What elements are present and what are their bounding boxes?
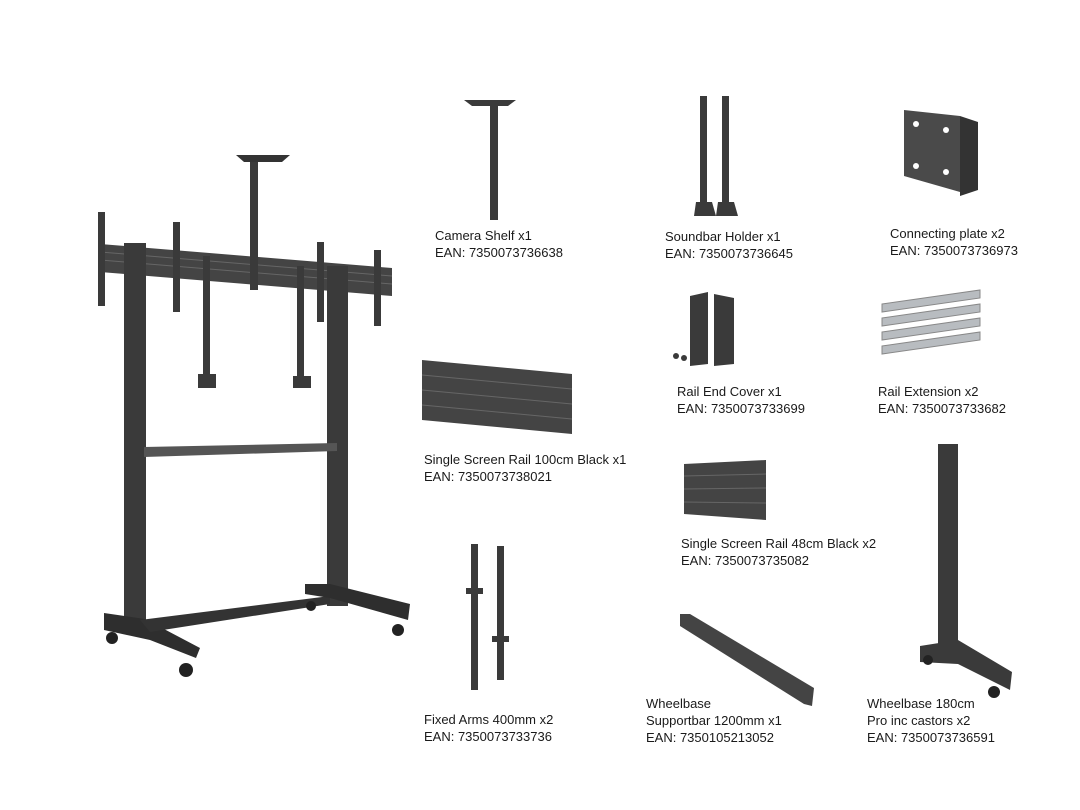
fixed-arms-image <box>466 544 509 690</box>
part-ean: EAN: 7350073733699 <box>677 401 805 416</box>
part-ean: EAN: 7350073736591 <box>867 730 995 745</box>
part-name-line2: Pro inc castors x2 <box>867 713 971 728</box>
part-label-camera-shelf: Camera Shelf x1 EAN: 7350073736638 <box>435 227 563 261</box>
soundbar-holder-image <box>694 96 738 216</box>
part-name: Rail End Cover x1 <box>677 384 782 399</box>
part-label-wheelbase-180: Wheelbase 180cm Pro inc castors x2 EAN: … <box>867 695 995 746</box>
part-label-fixed-arms: Fixed Arms 400mm x2 EAN: 7350073733736 <box>424 711 553 745</box>
part-ean: EAN: 7350073736973 <box>890 243 1018 258</box>
rail-extension-image <box>881 289 981 355</box>
part-ean: EAN: 7350073733736 <box>424 729 552 744</box>
wheelbase-180-image <box>920 444 1012 698</box>
part-ean: EAN: 7350073733682 <box>878 401 1006 416</box>
part-name-line1: Wheelbase <box>646 696 712 711</box>
part-label-rail-extension: Rail Extension x2 EAN: 7350073733682 <box>878 383 1006 417</box>
part-label-soundbar-holder: Soundbar Holder x1 EAN: 7350073736645 <box>665 228 793 262</box>
part-name: Single Screen Rail 100cm Black x1 <box>424 452 627 467</box>
part-name: Rail Extension x2 <box>878 384 979 399</box>
part-name: Camera Shelf x1 <box>435 228 532 243</box>
part-name-line1: Wheelbase 180cm <box>867 696 975 711</box>
part-ean: EAN: 7350105213052 <box>646 730 774 745</box>
part-label-rail-end-cover: Rail End Cover x1 EAN: 7350073733699 <box>677 383 805 417</box>
single-screen-rail-100-image <box>421 360 573 434</box>
wheelbase-supportbar-image <box>680 614 814 706</box>
rail-end-cover-image <box>673 292 734 366</box>
single-screen-rail-48-image <box>683 460 767 520</box>
part-ean: EAN: 7350073736638 <box>435 245 563 260</box>
part-name-line2: Supportbar 1200mm x1 <box>646 713 782 728</box>
part-label-connecting-plate: Connecting plate x2 EAN: 7350073736973 <box>890 225 1018 259</box>
part-name: Connecting plate x2 <box>890 226 1005 241</box>
part-label-single-screen-rail-48: Single Screen Rail 48cm Black x2 EAN: 73… <box>681 535 876 569</box>
part-name: Soundbar Holder x1 <box>665 229 781 244</box>
part-ean: EAN: 7350073735082 <box>681 553 809 568</box>
part-ean: EAN: 7350073738021 <box>424 469 552 484</box>
assembled-stand-image <box>98 155 410 677</box>
part-label-wheelbase-supportbar: Wheelbase Supportbar 1200mm x1 EAN: 7350… <box>646 695 782 746</box>
part-name: Fixed Arms 400mm x2 <box>424 712 554 727</box>
camera-shelf-image <box>464 100 516 220</box>
part-label-single-screen-rail-100: Single Screen Rail 100cm Black x1 EAN: 7… <box>424 451 626 485</box>
part-ean: EAN: 7350073736645 <box>665 246 793 261</box>
part-name: Single Screen Rail 48cm Black x2 <box>681 536 877 551</box>
connecting-plate-image <box>904 110 978 196</box>
